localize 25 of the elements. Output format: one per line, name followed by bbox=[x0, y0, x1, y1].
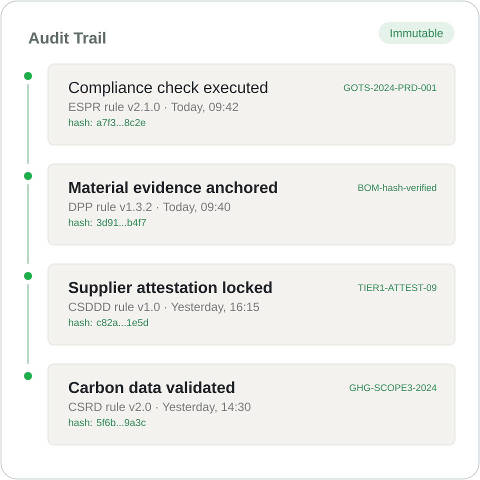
timeline-line bbox=[27, 284, 29, 364]
card-title: Supplier attestation locked bbox=[68, 281, 272, 296]
timeline-line bbox=[27, 184, 29, 264]
reference-code: GOTS-2024-PRD-001 bbox=[344, 84, 436, 92]
reference-code: TIER1-ATTEST-09 bbox=[358, 284, 436, 292]
reference-code: GHG-SCOPE3-2024 bbox=[350, 384, 437, 392]
meta-text: DPP rule v1.3.2 · Today, 09:40 bbox=[69, 202, 230, 214]
meta-text: CSRD rule v2.0 · Yesterday, 14:30 bbox=[68, 402, 250, 414]
hash-text: hash: a7f3...8c2e bbox=[68, 118, 146, 126]
timeline-dot bbox=[24, 372, 32, 380]
card-title: Carbon data validated bbox=[68, 381, 234, 394]
timeline-line bbox=[27, 84, 29, 164]
panel-title: Audit Trail bbox=[28, 32, 106, 44]
hash-text: hash: c82a...1e5d bbox=[68, 318, 148, 326]
hash-text: hash: 5f6b...9a3c bbox=[68, 418, 146, 426]
meta-text: CSDDD rule v1.0 · Yesterday, 16:15 bbox=[68, 302, 260, 314]
card-title: Compliance check executed bbox=[69, 81, 268, 96]
meta-text: ESPR rule v2.1.0 · Today, 09:42 bbox=[69, 102, 238, 114]
card-title: Material evidence anchored bbox=[69, 181, 277, 194]
status-badge: Immutable bbox=[378, 22, 454, 44]
timeline-dot bbox=[24, 72, 32, 80]
reference-code: BOM-hash-verified bbox=[358, 184, 436, 192]
timeline-dot bbox=[24, 272, 32, 280]
hash-text: hash: 3d91...b4f7 bbox=[68, 218, 146, 226]
timeline-dot bbox=[24, 172, 32, 180]
